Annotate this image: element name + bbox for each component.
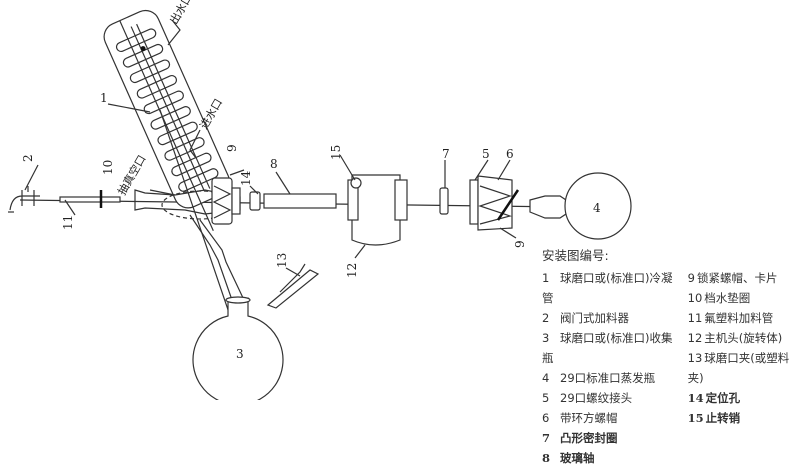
valve-feeder [8,186,40,213]
vacuum-port-label: 抽真空口 [114,152,148,197]
condenser-coil [157,121,198,146]
legend-item: 2 阀门式加料器 [542,308,678,328]
callout-11: 11 [61,215,75,230]
legend-item-text: 带环方螺帽 [560,411,618,425]
clip [266,263,320,309]
legend-item-text: 29口螺纹接头 [560,391,633,405]
legend-item-text: 球磨口夹(或塑料夹) [687,351,790,385]
locating-ring [249,191,261,211]
legend-item-text: 档水垫圈 [704,291,751,305]
legend-item-number: 10 [687,291,703,305]
callout-1: 1 [100,91,108,105]
legend-item: 5 29口螺纹接头 [542,388,678,408]
legend-item-text: 球磨口或(标准口)收集瓶 [542,331,673,365]
callout-14: 14 [239,170,253,186]
legend-item-text: 主机头(旋转体) [704,331,783,345]
legend-item-number: 9 [687,271,695,285]
legend-item-number: 8 [542,451,551,465]
legend-item: 4 29口标准口蒸发瓶 [542,368,678,388]
callout-12: 12 [345,263,359,278]
legend-item-number: 14 [687,391,704,405]
callout-3: 3 [236,347,244,361]
evaporating-flask [529,172,632,240]
callout-2: 2 [21,154,35,162]
rotary-evaporator-assembly-diagram: 出水口 进水口 抽真空口 1 2 3 4 5 6 7 8 9 10 11 12 … [8,0,632,400]
callout-9-right: 9 [513,240,527,248]
legend-item-number: 15 [687,411,704,425]
legend-item-number: 1 [542,271,550,285]
thread-joint [469,175,520,231]
water-in-label: 进水口 [197,96,225,131]
legend-item-number: 3 [542,331,550,345]
collector-stem [189,214,233,301]
legend-item: 7 凸形密封圈 [542,428,678,448]
condenser-coil [122,43,164,68]
condenser-coil [115,28,157,53]
callout-15: 15 [329,145,343,160]
convex-seal [439,187,449,215]
callout-5: 5 [482,147,490,161]
legend-item-text: 29口标准口蒸发瓶 [560,371,656,385]
legend-item-number: 12 [687,331,703,345]
condenser-coil [178,168,219,192]
legend-title: 安装图编号: [542,248,609,263]
callout-4: 4 [593,201,601,215]
collection-flask [192,296,284,400]
callout-9: 9 [225,144,239,152]
feed-tube [59,196,121,203]
condenser-coil [129,59,171,84]
callout-13: 13 [275,253,289,268]
legend-item-text: 氟塑料加料管 [704,311,774,325]
legend-item-number: 5 [542,391,550,405]
condenser-coil [164,137,205,161]
callout-8: 8 [270,157,278,171]
callout-10: 10 [101,160,115,175]
condenser-coil [136,74,178,99]
callout-6: 6 [506,147,514,161]
legend-item-number: 11 [687,311,703,325]
condenser-coil [171,152,212,177]
main-head [347,174,408,246]
anti-rotation-pin [350,177,362,189]
glass-shaft [263,193,337,209]
legend-item-number: 4 [542,371,550,385]
legend-item-text: 凸形密封圈 [560,431,618,445]
legend-item-text: 阀门式加料器 [560,311,629,325]
legend-item-text: 锁紧螺帽、卡片 [696,271,778,285]
legend-item-text: 定位孔 [705,391,741,405]
legend-item: 6 带环方螺帽 [542,408,678,428]
condenser-coil [150,106,191,130]
legend-item-number: 13 [687,351,703,365]
legend-item-text: 玻璃轴 [560,451,595,465]
leader-lines [24,19,517,277]
condenser [103,9,231,232]
legend-item-text: 止转销 [705,411,741,425]
callout-7: 7 [442,147,450,161]
lock-nut-left [211,177,241,225]
legend-item: 8 玻璃轴 [542,448,678,468]
legend-item-number: 6 [542,411,550,425]
legend-item-number: 7 [542,431,551,445]
legend-item-text: 球磨口或(标准口)冷凝管 [542,271,673,305]
legend-item-number: 2 [542,311,550,325]
water-out-label: 出水口 [166,0,195,27]
